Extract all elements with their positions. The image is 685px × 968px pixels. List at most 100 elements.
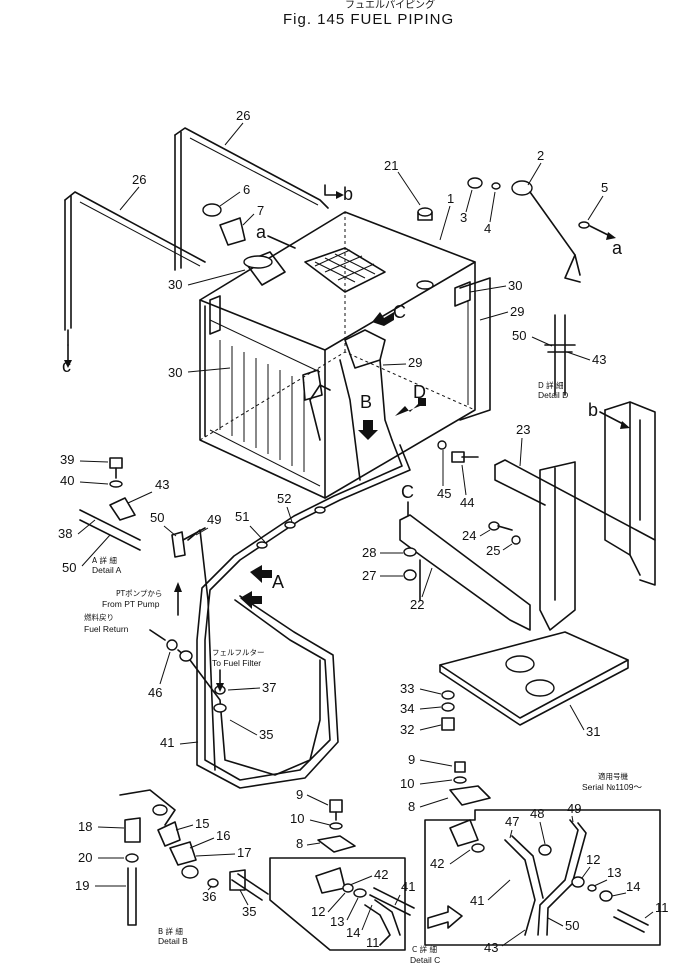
note-fuel-filter: To Fuel Filter xyxy=(212,658,261,668)
view-marker-b: B xyxy=(360,392,372,412)
callout-14-detail-c-right: 14 xyxy=(626,879,640,894)
detail-b-label-jp: B 詳 細 xyxy=(158,926,183,936)
callout-29-center: 29 xyxy=(408,355,422,370)
note-fuel-return: Fuel Return xyxy=(84,624,129,634)
callout-46: 46 xyxy=(148,685,162,700)
callout-12-detail-c: 12 xyxy=(311,904,325,919)
callout-45: 45 xyxy=(437,486,451,501)
handrail-right xyxy=(174,127,329,271)
callout-21: 21 xyxy=(384,158,398,173)
callout-13-detail-c: 13 xyxy=(330,914,344,929)
marker-c-rail: c xyxy=(62,356,71,376)
detail-d-label-jp: D 詳 細 xyxy=(538,380,564,390)
callout-38: 38 xyxy=(58,526,72,541)
handrail-left xyxy=(64,191,206,368)
view-marker-d: D xyxy=(413,382,426,402)
hardware xyxy=(79,314,576,731)
callout-14-detail-c: 14 xyxy=(346,925,360,940)
callout-25: 25 xyxy=(486,543,500,558)
callout-13-detail-c-right: 13 xyxy=(607,865,621,880)
marker-b-rail: b xyxy=(343,184,353,204)
callout-36: 36 xyxy=(202,889,216,904)
callout-8-right: 8 xyxy=(408,799,415,814)
callout-34: 34 xyxy=(400,701,414,716)
callout-42-detail-c: 42 xyxy=(374,867,388,882)
subtitle-japanese: フュエルパイピング xyxy=(345,0,435,11)
callout-49: 49 xyxy=(207,512,221,527)
callout-9-left: 9 xyxy=(296,787,303,802)
callout-27: 27 xyxy=(362,568,376,583)
callout-50-detail-a: 50 xyxy=(62,560,76,575)
callout-33: 33 xyxy=(400,681,414,696)
callout-52: 52 xyxy=(277,491,291,506)
detail-a-label: Detail A xyxy=(92,565,122,575)
callout-50-detail-c-right: 50 xyxy=(565,918,579,933)
callout-15: 15 xyxy=(195,816,209,831)
callout-30-right: 30 xyxy=(508,278,522,293)
callout-19: 19 xyxy=(75,878,89,893)
callout-6: 6 xyxy=(243,182,250,197)
detail-b-drawing xyxy=(119,789,269,926)
note-pt-pump-jp: PTポンプから xyxy=(116,589,162,598)
note-serial-jp: 適用号機 xyxy=(598,771,628,781)
callout-44: 44 xyxy=(460,495,474,510)
note-fuel-filter-jp: フェルフルター xyxy=(212,648,265,657)
callout-30-top: 30 xyxy=(168,277,182,292)
marker-a-gauge: a xyxy=(612,238,623,258)
callout-43-detail-c-right: 43 xyxy=(484,940,498,955)
callout-16: 16 xyxy=(216,828,230,843)
callout-5: 5 xyxy=(601,180,608,195)
fitting-assembly xyxy=(302,329,386,401)
callout-29-right: 29 xyxy=(510,304,524,319)
callout-50-detail-d: 50 xyxy=(512,328,526,343)
fuel-lines xyxy=(177,359,411,789)
callout-41-detail-c-right: 41 xyxy=(470,893,484,908)
callout-22: 22 xyxy=(410,597,424,612)
callout-39: 39 xyxy=(60,452,74,467)
callout-37: 37 xyxy=(262,680,276,695)
detail-a-label-jp: A 詳 細 xyxy=(92,555,117,565)
note-serial: Serial №1109～ xyxy=(582,782,642,792)
detail-c-drawing xyxy=(269,799,463,951)
callout-17: 17 xyxy=(237,845,251,860)
marker-c-bracket: C xyxy=(401,482,414,502)
cap-parts xyxy=(202,177,616,283)
callout-11-detail-c-right: 11 xyxy=(655,900,669,915)
callout-50-fitting: 50 xyxy=(150,510,164,525)
callout-47: 47 xyxy=(505,814,519,829)
callout-4: 4 xyxy=(484,221,491,236)
detail-c-label-jp: C 詳 細 xyxy=(412,944,437,954)
callout-32: 32 xyxy=(400,722,414,737)
callout-28: 28 xyxy=(362,545,376,560)
callout-51: 51 xyxy=(235,509,249,524)
marker-b-frame: b xyxy=(588,400,598,420)
callout-26-right: 26 xyxy=(236,108,250,123)
callout-8-left: 8 xyxy=(296,836,303,851)
callout-35-detail-b: 35 xyxy=(242,904,256,919)
callout-18: 18 xyxy=(78,819,92,834)
callout-48: 48 xyxy=(530,806,544,821)
callout-24: 24 xyxy=(462,528,476,543)
fuel-tank xyxy=(199,207,491,499)
callout-7: 7 xyxy=(257,203,264,218)
callout-43-detail-a: 43 xyxy=(155,477,169,492)
view-marker-c: C xyxy=(393,302,406,322)
callout-23: 23 xyxy=(516,422,530,437)
view-marker-a: A xyxy=(272,572,284,592)
callout-12-detail-c-right: 12 xyxy=(586,852,600,867)
detail-b-label: Detail B xyxy=(158,936,188,946)
detail-c-label: Detail C xyxy=(410,955,440,965)
marker-a-tank: a xyxy=(256,222,267,242)
callout-40: 40 xyxy=(60,473,74,488)
callout-20: 20 xyxy=(78,850,92,865)
support-frame xyxy=(399,401,656,726)
note-pt-pump: From PT Pump xyxy=(102,599,160,609)
figure-title: Fig. 145 FUEL PIPING xyxy=(283,11,454,28)
callout-11-detail-c: 11 xyxy=(366,935,380,950)
callout-9-right: 9 xyxy=(408,752,415,767)
callout-43-detail-d: 43 xyxy=(592,352,606,367)
callout-10-left: 10 xyxy=(290,811,304,826)
callout-10-right: 10 xyxy=(400,776,414,791)
